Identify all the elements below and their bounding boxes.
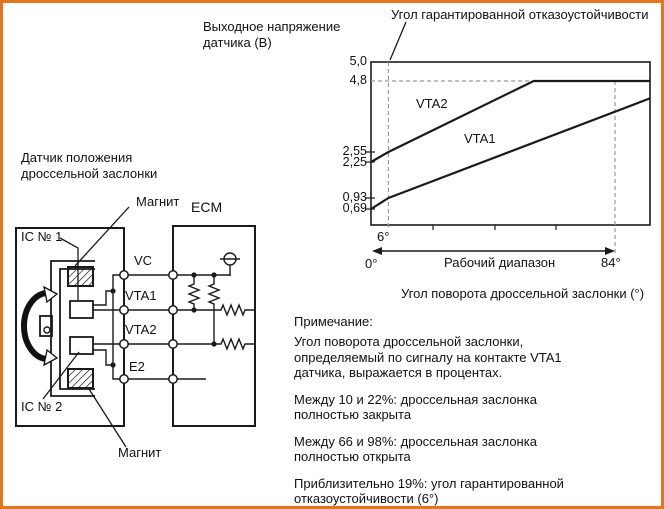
x-tick-marks bbox=[432, 225, 557, 230]
note-paragraph: Угол поворота дроссельной заслонки, опре… bbox=[294, 334, 562, 380]
note-paragraph: Приблизительно 19%: угол гарантированной… bbox=[294, 475, 564, 507]
leader-lines bbox=[42, 206, 130, 448]
ic1-chip bbox=[69, 300, 94, 319]
terminal-circles bbox=[119, 270, 178, 384]
rotation-arrow-icon bbox=[21, 285, 59, 367]
y-tick-2-55: 2,55 bbox=[342, 144, 367, 158]
y-tick-2-25: 2,25 bbox=[342, 155, 367, 169]
sensor-title: Датчик положения дроссельной заслонки bbox=[21, 150, 158, 182]
working-range-arrow bbox=[372, 247, 615, 255]
notes-heading: Примечание: bbox=[294, 314, 373, 329]
x-label-failsafe: 6° bbox=[377, 229, 390, 244]
failsafe-leader-line bbox=[389, 21, 407, 61]
series-line-vta1 bbox=[370, 97, 651, 210]
y-tick-5-0: 5,0 bbox=[349, 54, 367, 68]
magnet-top bbox=[67, 266, 94, 287]
resistor-vta2 bbox=[173, 337, 254, 351]
chart-series-layer bbox=[370, 62, 651, 254]
magnet-yoke bbox=[50, 260, 95, 397]
y-tick-0-93: 0,93 bbox=[342, 190, 367, 204]
y-tick-4-8: 4,8 bbox=[349, 73, 367, 87]
x-label-origin: 0° bbox=[365, 256, 378, 271]
diagram-artwork bbox=[15, 21, 651, 448]
terminal-label-vta2: VTA2 bbox=[125, 322, 157, 337]
series-line-vta2 bbox=[370, 79, 650, 163]
plot-frame bbox=[370, 61, 651, 226]
chart-y-axis-title: Выходное напряжение датчика (В) bbox=[203, 19, 341, 51]
power-source-icon bbox=[220, 252, 240, 275]
failsafe-annotation: Угол гарантированной отказоустойчивости bbox=[391, 7, 649, 22]
x-label-max: 84° bbox=[601, 255, 621, 270]
terminal-label-vta1: VTA1 bbox=[125, 288, 157, 303]
ic2-chip bbox=[69, 336, 94, 355]
ic-wiring bbox=[93, 274, 124, 380]
sensor-internals bbox=[21, 260, 124, 397]
terminal-label-e2: E2 bbox=[129, 359, 145, 374]
terminal-wires bbox=[124, 274, 254, 380]
terminal-label-vc: VC bbox=[134, 253, 153, 268]
magnet-bottom-label: Магнит bbox=[118, 445, 162, 460]
sensor-circuit bbox=[15, 206, 256, 448]
resistor-vta1 bbox=[173, 303, 254, 317]
sensor-box bbox=[15, 227, 125, 427]
junction-dots bbox=[110, 272, 217, 368]
ecm-box bbox=[172, 225, 256, 427]
ic1-label: IC № 1 bbox=[21, 229, 63, 244]
note-paragraph: Между 66 и 98%: дроссельная заслонка пол… bbox=[294, 433, 537, 465]
y-tick-0-69: 0,69 bbox=[342, 201, 367, 215]
voltage-chart bbox=[365, 21, 651, 255]
series-label-vta2: VTA2 bbox=[416, 96, 448, 111]
ecm-label: ECM bbox=[191, 199, 223, 215]
ic2-label: IC № 2 bbox=[21, 399, 63, 414]
pullup-resistors bbox=[187, 275, 221, 344]
shaft-pivot bbox=[43, 326, 51, 334]
chart-x-axis-title: Угол поворота дроссельной заслонки (°) bbox=[401, 286, 645, 301]
y-tick-marks bbox=[365, 151, 375, 210]
working-range-label: Рабочий диапазон bbox=[444, 255, 556, 270]
series-label-vta1: VTA1 bbox=[464, 131, 496, 146]
sensor-shaft bbox=[39, 315, 53, 337]
magnet-top-label: Магнит bbox=[136, 194, 180, 209]
magnet-bottom bbox=[67, 368, 94, 389]
notes-block: Угол поворота дроссельной заслонки, опре… bbox=[294, 334, 601, 507]
note-paragraph: Между 10 и 22%: дроссельная заслонка пол… bbox=[294, 391, 537, 423]
